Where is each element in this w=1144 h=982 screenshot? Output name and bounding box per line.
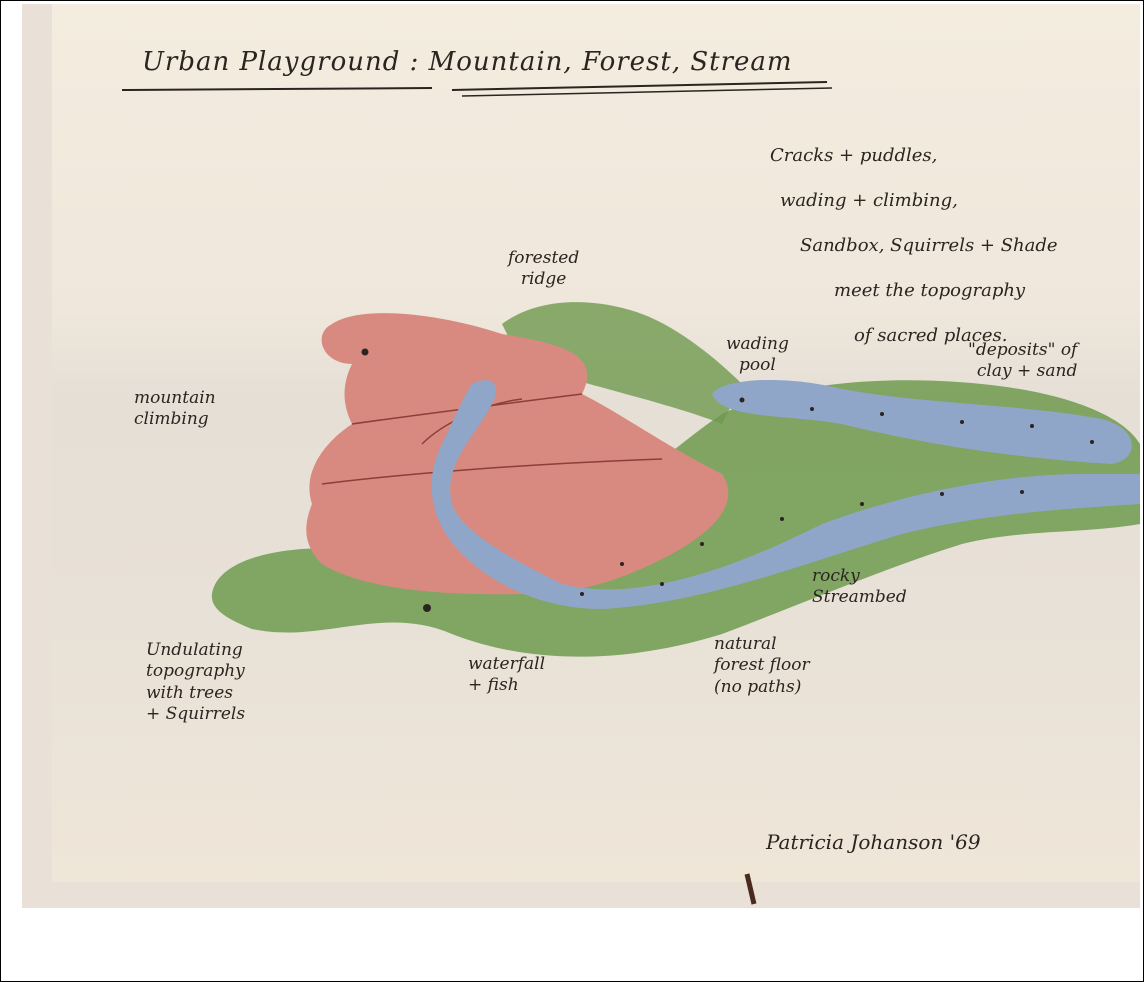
- description-line: meet the topography: [834, 280, 1058, 303]
- label-rocky-streambed: rocky Streambed: [812, 566, 907, 609]
- label-forested-ridge: forested ridge: [508, 248, 579, 291]
- description-line: Cracks + puddles,: [770, 145, 1058, 168]
- label-undulating-topography: Undulating topography with trees + Squir…: [146, 640, 245, 725]
- label-mountain-climbing: mountain climbing: [134, 388, 216, 431]
- label-waterfall: waterfall + fish: [468, 654, 545, 697]
- label-wading-pool: wading pool: [726, 334, 789, 377]
- label-deposits: "deposits" of clay + sand: [968, 340, 1077, 383]
- artist-signature: Patricia Johanson '69: [766, 830, 981, 855]
- label-forest-floor: natural forest floor (no paths): [714, 634, 810, 698]
- description-line: wading + climbing,: [780, 190, 1058, 213]
- photo: Urban Playground : Mountain, Forest, Str…: [22, 4, 1140, 908]
- description-line: Sandbox, Squirrels + Shade: [800, 235, 1058, 258]
- sketch-title: Urban Playground : Mountain, Forest, Str…: [142, 46, 793, 79]
- description-text: Cracks + puddles, wading + climbing, San…: [760, 122, 1058, 370]
